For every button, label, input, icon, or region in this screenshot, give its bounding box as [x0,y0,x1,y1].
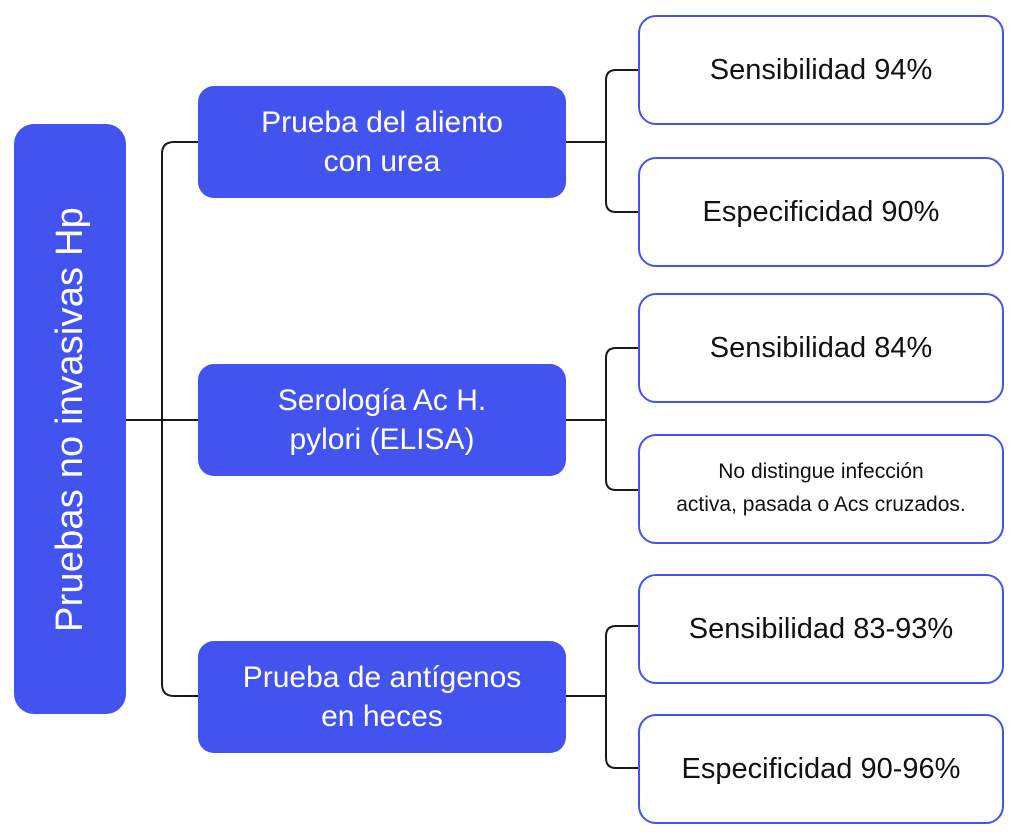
test-node-label-line: con urea [323,145,441,178]
connector-test-3-results [605,625,638,769]
result-node-sensitivity: Sensibilidad 83-93% [638,574,1004,684]
test-node-stool-antigen: Prueba de antígenos en heces [198,641,566,753]
test-node-label-line: Serología Ac H. [277,384,487,417]
result-node-specificity: Especificidad 90-96% [638,714,1004,824]
result-node-label: Especificidad 90% [702,195,940,228]
connector-test-2-results [605,347,638,491]
result-node-label-line: No distingue infección [718,460,924,484]
test-node-breath-urea: Prueba del aliento con urea [198,86,566,198]
result-node-sensitivity: Sensibilidad 94% [638,15,1004,125]
result-node-note: No distingue infección activa, pasada o … [638,434,1004,544]
result-node-sensitivity: Sensibilidad 84% [638,293,1004,403]
root-node-label: Pruebas no invasivas Hp [48,206,91,632]
result-node-label: Sensibilidad 83-93% [688,612,954,645]
test-node-serology: Serología Ac H. pylori (ELISA) [198,364,566,476]
test-node-label-line: Prueba del aliento [261,106,503,139]
connector-trunk-to-test-1 [161,141,198,420]
result-node-label: Especificidad 90-96% [681,752,961,785]
test-node-label-line: pylori (ELISA) [289,423,475,456]
connector-test-1-results [605,69,638,213]
test-node-label-line: Prueba de antígenos [242,661,522,694]
result-node-specificity: Especificidad 90% [638,157,1004,267]
result-node-label: Sensibilidad 94% [709,53,933,86]
connector-trunk-to-test-3 [161,420,198,697]
result-node-label-line: activa, pasada o Acs cruzados. [676,493,966,516]
result-node-label: Sensibilidad 84% [709,331,933,364]
root-node: Pruebas no invasivas Hp [14,124,126,714]
test-node-label-line: en heces [321,700,443,733]
